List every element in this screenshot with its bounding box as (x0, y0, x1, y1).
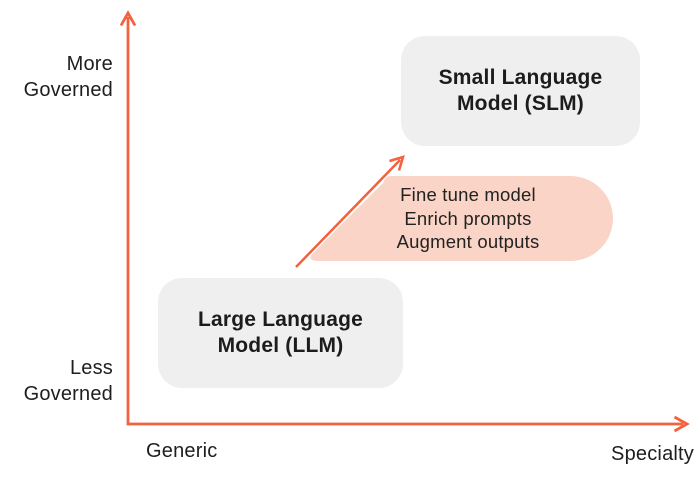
slm-node: Small Language Model (SLM) (401, 36, 640, 146)
y-axis-label-more-governed: More Governed (23, 53, 113, 101)
annotation-text: Fine tune model Enrich prompts Augment o… (388, 183, 548, 254)
llm-node-label: Large Language Model (LLM) (198, 308, 363, 357)
x-axis-label-generic: Generic (146, 440, 218, 462)
axes-lines (126, 17, 683, 426)
llm-node: Large Language Model (LLM) (158, 278, 403, 388)
annotation-line-enrich-prompts: Enrich prompts (404, 207, 532, 229)
slm-node-label: Small Language Model (SLM) (438, 66, 603, 115)
annotation-line-augment-outputs: Augment outputs (396, 231, 540, 252)
x-axis-label-specialty: Specialty (611, 443, 694, 465)
annotation-bubble (310, 176, 613, 261)
transition-arrowhead-icon (389, 155, 405, 171)
annotation-line-fine-tune: Fine tune model (400, 184, 536, 205)
y-axis-arrowhead-icon (119, 10, 137, 27)
x-axis-arrowhead-icon (673, 415, 690, 433)
y-axis-label-less-governed: Less Governed (23, 357, 113, 405)
transition-arrow-line (295, 159, 401, 268)
